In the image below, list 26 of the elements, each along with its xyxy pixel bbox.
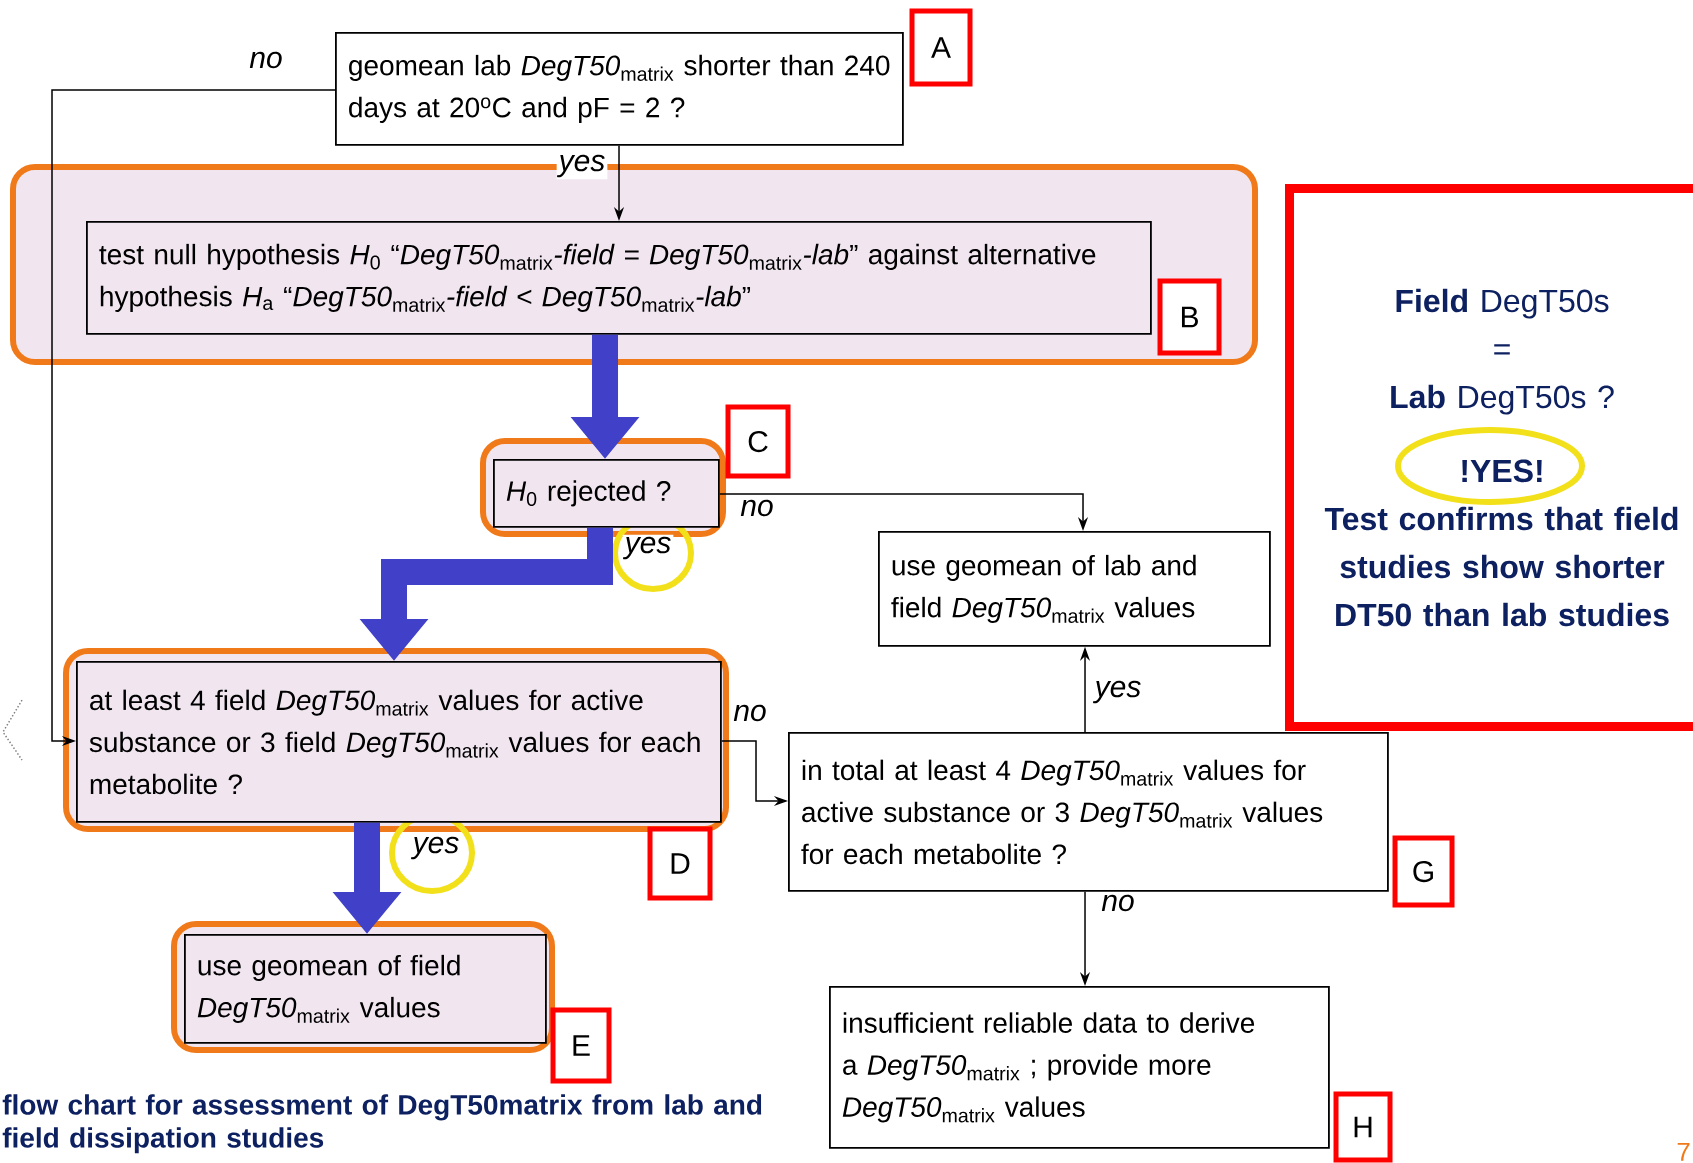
callout-letter: B (1157, 278, 1222, 356)
callout-letter: D (647, 826, 713, 901)
process-box: insufficient reliable data to derive a DegT50$_{matrix}$ ; provide more DegT50$_{matrix}$ values (829, 986, 1330, 1149)
edge-label: yes (622, 534, 674, 562)
callout-letter: A (909, 8, 973, 87)
decision-box: geomean lab DegT50$_{matrix}$ shorter than 240 days at 20$^{o}$C and pF = 2 ? (335, 32, 904, 146)
edge-label: no (738, 497, 776, 519)
caption: flow chart for assessment of DegT50matrix from lab and field dissipation studies (2, 1094, 762, 1154)
edge-label: no (731, 702, 769, 724)
edge-label: yes (556, 152, 608, 180)
decision-box: at least 4 field DegT50$_{matrix}$ values for active substance or 3 field DegT50$_{matrix}$ values for each metabolite ? (76, 661, 722, 823)
callout-panel: Field DegT50s = Lab DegT50s ? !YES! Test confirms that field studies show shorter DT50 than lab studies (1285, 184, 1693, 731)
page-number: 7 (1677, 1142, 1690, 1161)
edge-label: no (247, 49, 285, 71)
decision-box: H$_{0}$ rejected ? (493, 459, 720, 528)
callout-letter: G (1392, 835, 1455, 908)
edge-label: no (1099, 892, 1137, 914)
process-box: use geomean of lab and field DegT50$_{matrix}$ values (878, 531, 1271, 647)
callout-letter: E (550, 1007, 612, 1084)
edge-label: yes (1092, 678, 1144, 706)
edge-label: yes (410, 834, 462, 862)
decision-box: in total at least 4 DegT50$_{matrix}$ values for active substance or 3 DegT50$_{matrix}$ values for each metabolite ? (788, 732, 1389, 892)
callout-letter: C (725, 404, 791, 479)
callout-letter: H (1333, 1091, 1393, 1163)
process-box: test null hypothesis H$_{0}$ “DegT50$_{matrix}$-field = DegT50$_{matrix}$-lab” against alternative hypothesis H$_{a}$ “DegT50$_{matrix}$-field < DegT50$_{matrix}$-lab” (86, 221, 1152, 335)
process-box: use geomean of field DegT50$_{matrix}$ values (184, 934, 547, 1044)
